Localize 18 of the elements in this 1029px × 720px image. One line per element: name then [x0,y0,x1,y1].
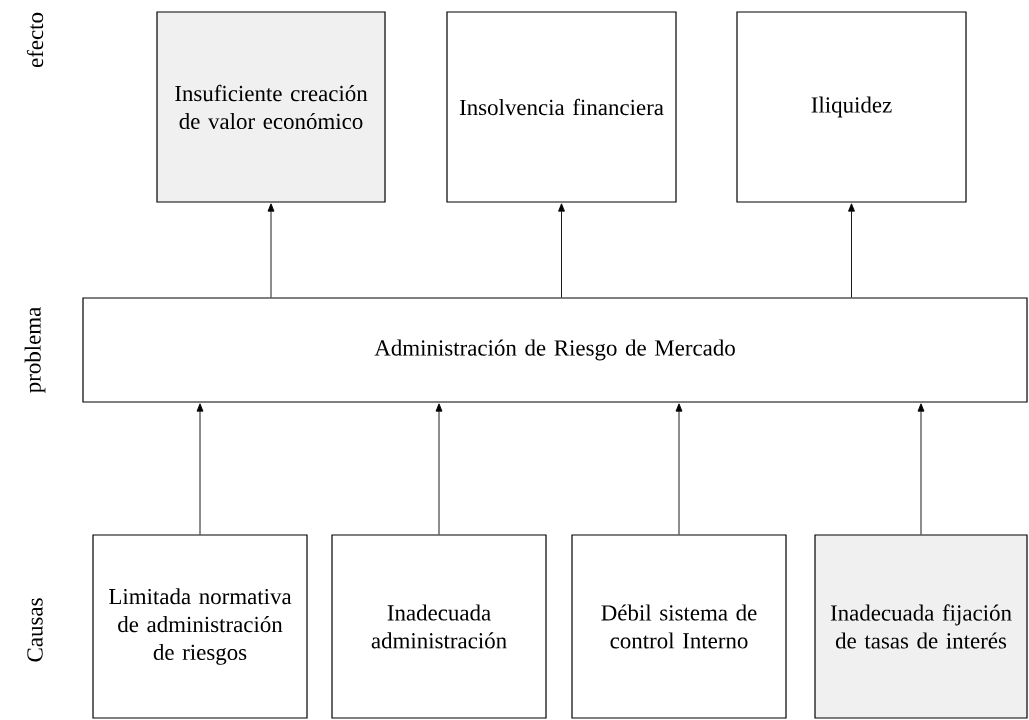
row-label: Causas [27,598,43,662]
arrow [435,403,443,535]
effect-box: Iliquidez [736,11,967,203]
cause-box: Débil sistema de control Interno [571,534,787,719]
effect-box: Insolvencia financiera [446,11,677,203]
problem-box: Administración de Riesgo de Mercado [82,297,1028,403]
arrow [675,403,683,535]
cause-box: Inadecuada administración [331,534,547,719]
effect-box: Insuficiente creación de valor económico [156,11,386,203]
arrow [267,203,275,298]
arrow [558,203,565,298]
arrow [196,403,204,535]
arrow [848,203,855,298]
cause-box: Limitada normativa de administración de riesgos [92,534,308,719]
cause-box: Inadecuada fijación de tasas de interés [814,534,1028,719]
arrow [917,403,925,535]
row-label: problema [24,307,46,393]
row-label: efecto [26,12,44,68]
